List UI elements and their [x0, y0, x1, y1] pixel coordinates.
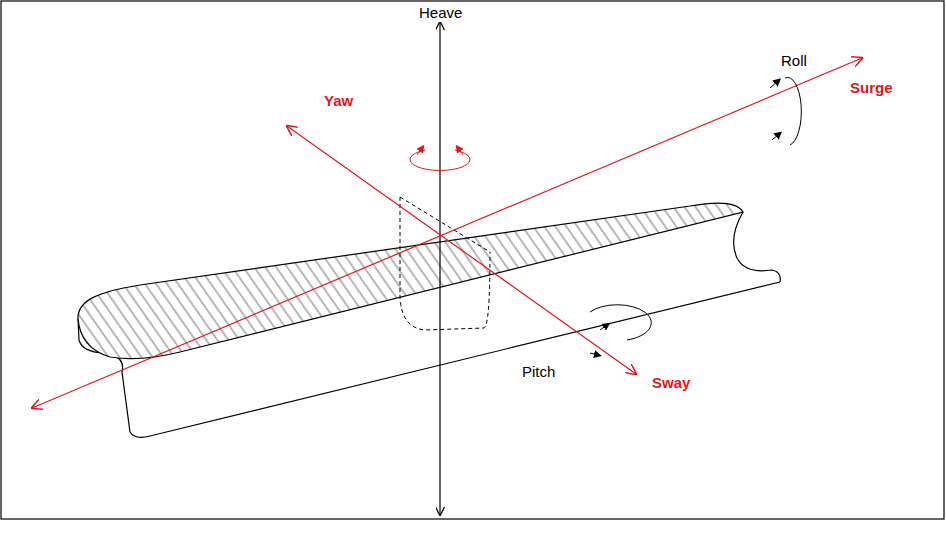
- axis-label: Yaw: [322, 92, 355, 110]
- yaw-arrowhead: [417, 148, 422, 155]
- pitch-arrowhead: [600, 325, 607, 330]
- frame: [1, 1, 944, 519]
- midship-section: [400, 197, 490, 330]
- pitch-rotation: [590, 305, 651, 340]
- sway-axis: [287, 126, 636, 374]
- bow-outline: [734, 212, 781, 282]
- axis-label: Roll: [779, 52, 809, 70]
- roll-rotation: [785, 77, 801, 145]
- hatched-deck: [78, 203, 743, 359]
- heave-axis: [439, 22, 440, 515]
- axis-label: Sway: [650, 374, 692, 392]
- axis-label: Surge: [848, 79, 895, 97]
- yaw-rotation: [410, 150, 470, 171]
- yaw-arrowhead: [458, 148, 463, 155]
- surge-axis: [32, 58, 862, 408]
- axis-label: Heave: [417, 4, 464, 22]
- roll-arrowhead: [772, 134, 779, 140]
- axis-label: Pitch: [520, 363, 557, 381]
- roll-arrowhead: [770, 81, 778, 88]
- pitch-arrowhead: [590, 353, 598, 355]
